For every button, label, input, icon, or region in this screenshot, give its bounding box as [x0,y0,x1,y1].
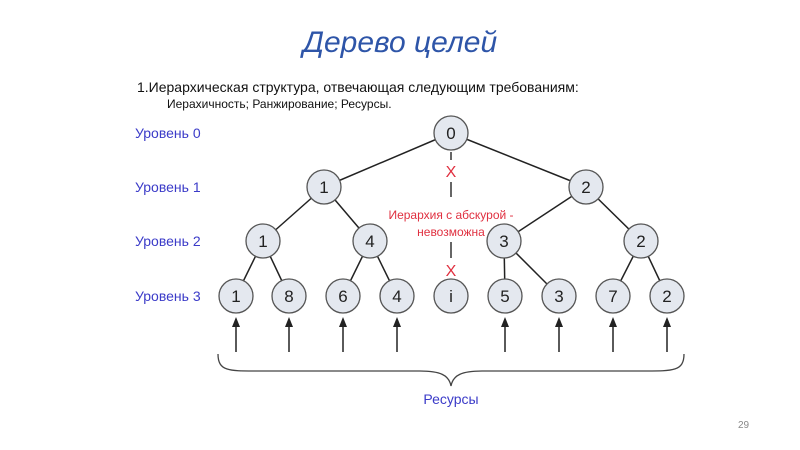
forbidden-note: невозможна [417,225,485,239]
tree-node [487,278,523,314]
tree-node [218,278,254,314]
arrow-up-icon [339,317,347,327]
tree-node-label: 3 [554,287,563,306]
tree-node-label: 2 [581,178,590,197]
tree-node [433,115,469,151]
tree-node-label: 4 [392,287,401,306]
tree-edge [323,132,452,188]
arrow-up-icon [555,317,563,327]
tree-node [541,278,577,314]
tree-edge [450,132,587,188]
tree-node-label: 1 [231,287,240,306]
arrow-up-icon [285,317,293,327]
arrow-up-icon [501,317,509,327]
level-label-1: Уровень 1 [135,179,201,195]
resources-label: Ресурсы [423,391,478,407]
level-label-2: Уровень 2 [135,233,201,249]
tree-node [352,223,388,259]
tree-node-label: 2 [636,232,645,251]
tree-node [271,278,307,314]
tree-node [379,278,415,314]
tree-node-label: 7 [608,287,617,306]
tree-node-label: 5 [500,287,509,306]
level-label-3: Уровень 3 [135,288,201,304]
tree-node-label: 8 [284,287,293,306]
level-label-0: Уровень 0 [135,125,201,141]
tree-node [325,278,361,314]
tree-node-label: 4 [365,232,374,251]
forbidden-x-icon: X [446,263,457,280]
slide-title: Дерево целей [302,26,498,59]
tree-node-label: 1 [258,232,267,251]
arrow-up-icon [232,317,240,327]
tree-node [306,169,342,205]
tree-node [245,223,281,259]
forbidden-note: Иерархия с абскурой - [388,208,513,222]
page-number: 29 [738,420,750,431]
arrow-up-icon [609,317,617,327]
arrow-up-icon [663,317,671,327]
resources-brace [217,353,685,387]
tree-node-label: 3 [499,232,508,251]
tree-node-label: 2 [662,287,671,306]
tree-node [595,278,631,314]
tree-node-label: 1 [319,178,328,197]
tree-node-label: i [449,287,453,306]
tree-node [623,223,659,259]
forbidden-x-icon: X [446,164,457,181]
tree-node [568,169,604,205]
tree-node-label: 6 [338,287,347,306]
requirements: Иерахичность; Ранжирование; Ресурсы. [167,97,392,111]
tree-node [486,223,522,259]
tree-node [649,278,685,314]
subtitle: 1.Иерархическая структура, отвечающая сл… [137,79,579,95]
tree-node [433,278,469,314]
arrow-up-icon [393,317,401,327]
tree-node-label: 0 [446,124,455,143]
